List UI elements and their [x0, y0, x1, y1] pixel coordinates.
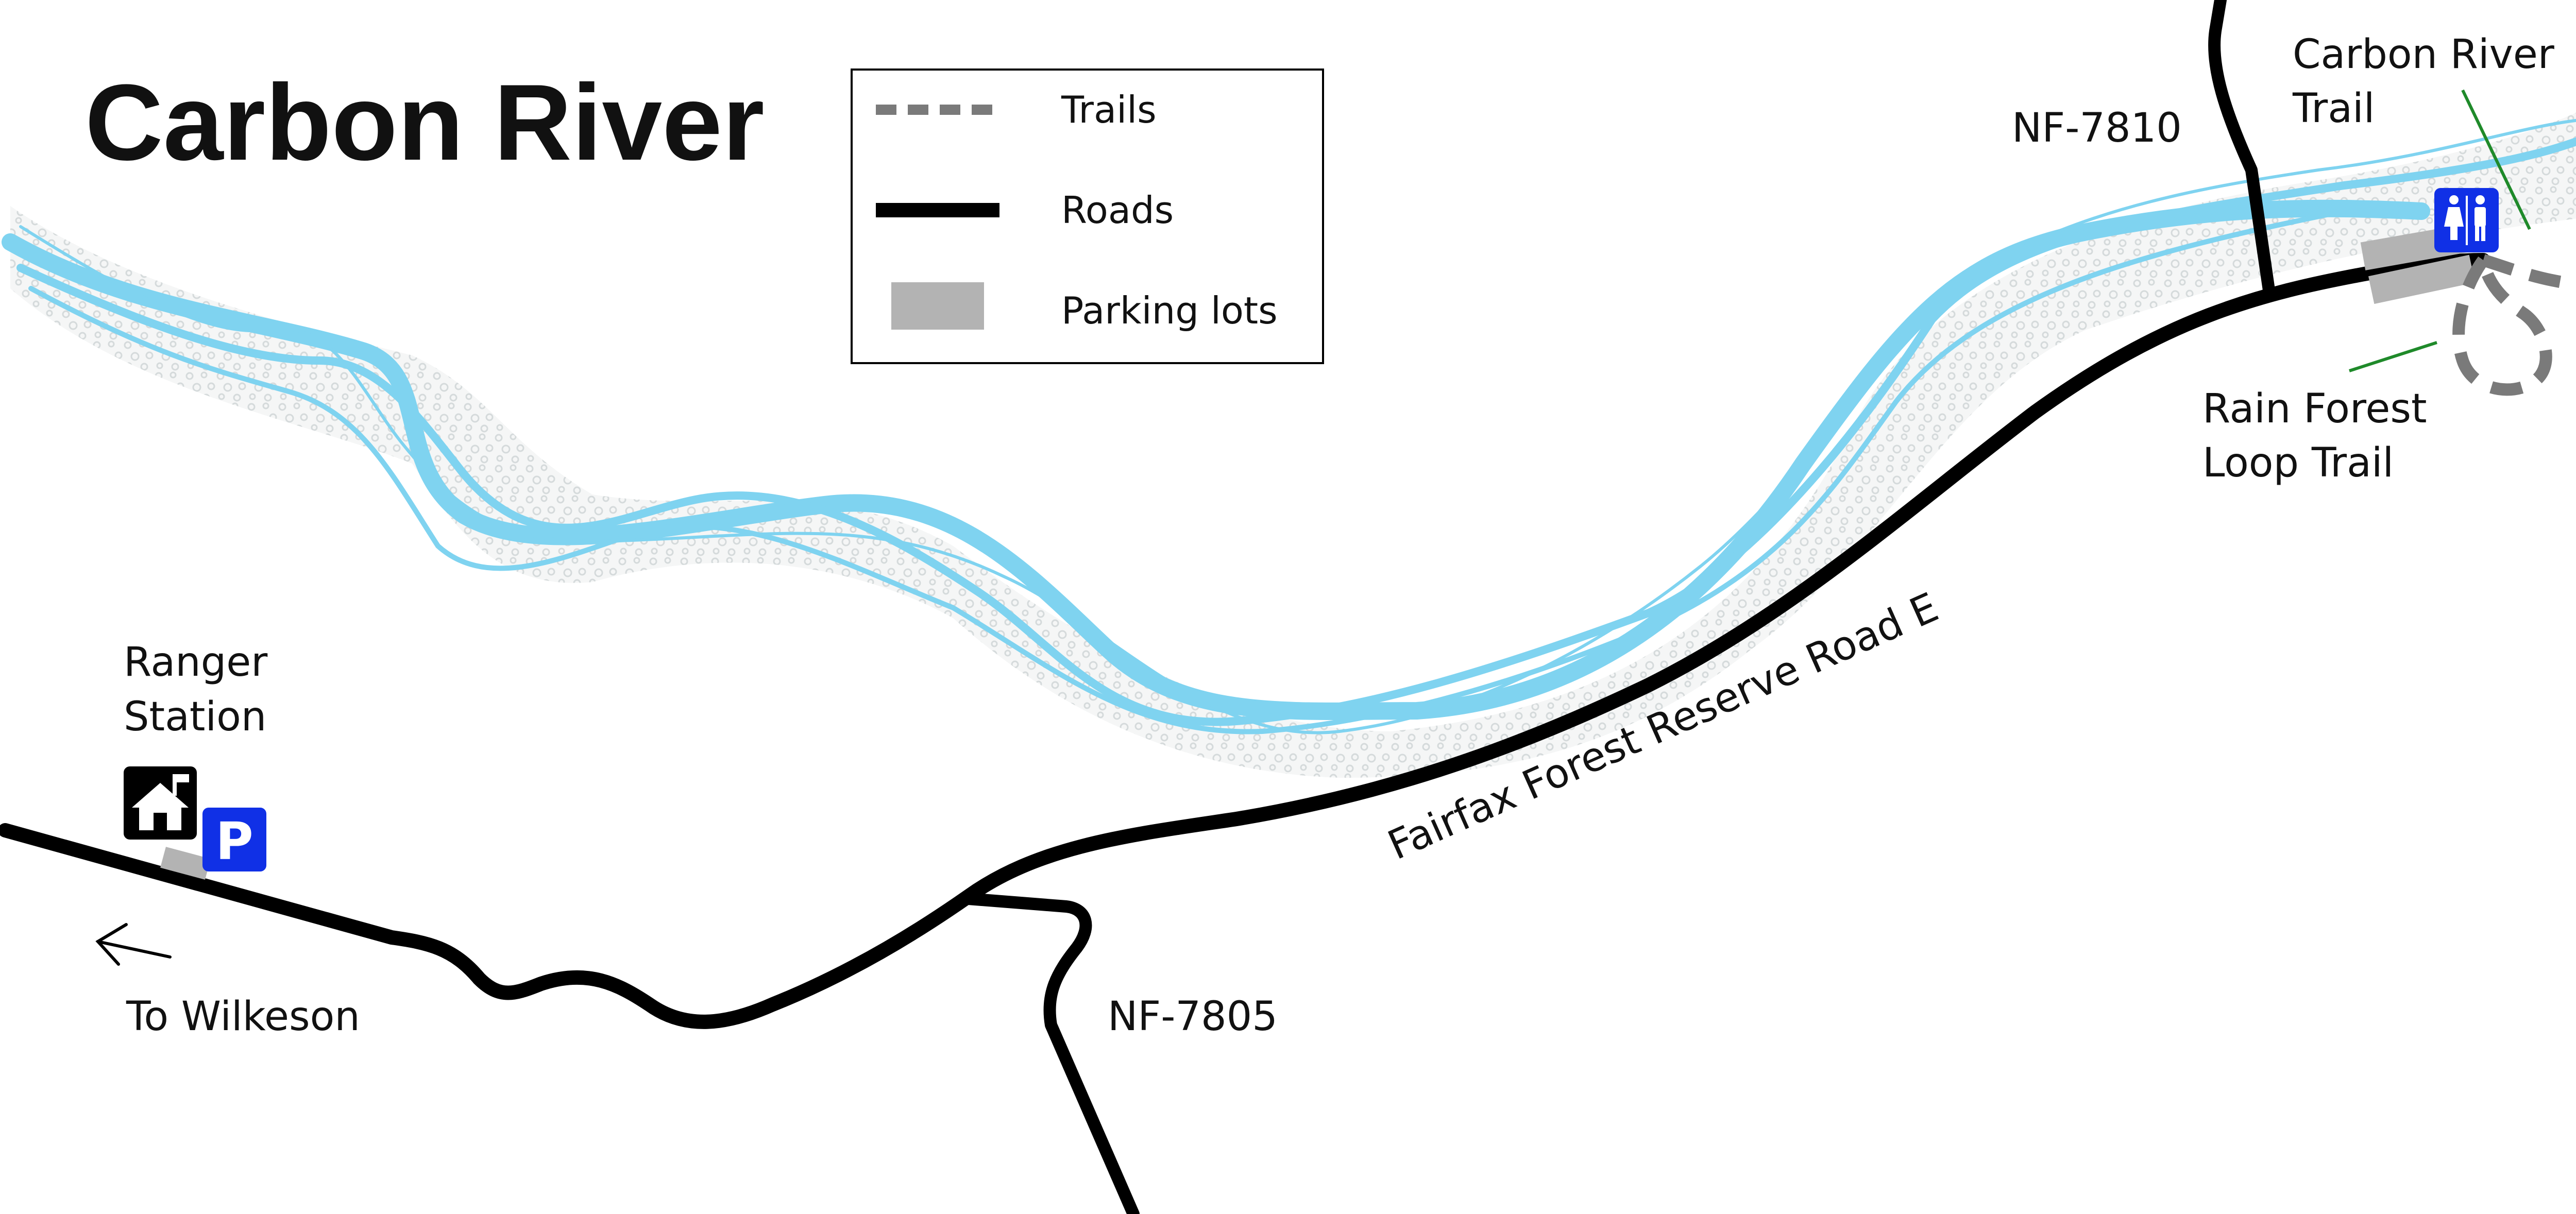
carbon-river-trail-label-line1: Carbon River [2293, 31, 2555, 78]
ranger-parking-lot [160, 847, 211, 880]
nf-7810-road [2208, 0, 2276, 300]
rain-forest-loop-trail [2452, 256, 2552, 396]
carbon-river-trail-label-line2: Trail [2292, 86, 2375, 132]
parking-icon-letter: P [215, 811, 253, 871]
rain-forest-leader [2349, 341, 2437, 372]
nf-7810-label: NF-7810 [2012, 105, 2182, 151]
arrow-left-icon [95, 923, 172, 966]
nf-7805-label: NF-7805 [1108, 994, 1278, 1040]
carbon-river-trail [2481, 254, 2576, 290]
ranger-station-label-line1: Ranger [124, 639, 268, 686]
to-wilkeson-label: To Wilkeson [126, 994, 360, 1040]
legend-roads-label: Roads [1061, 189, 1174, 232]
ranger-station-icon [124, 766, 197, 840]
legend-trails-label: Trails [1061, 88, 1157, 131]
legend-parking-symbol [891, 282, 984, 330]
carbon-river-trail-leader [2461, 89, 2531, 230]
parking-icon: P [202, 808, 266, 871]
trails [2452, 254, 2576, 396]
carbon-river [2, 118, 2576, 734]
ranger-station-label-line2: Station [124, 694, 266, 740]
rain-forest-label-line2: Loop Trail [2202, 440, 2394, 486]
nf-7805-road [962, 893, 1140, 1214]
restroom-icon [2434, 188, 2499, 252]
roads [0, 0, 2490, 1214]
legend-parking-label: Parking lots [1061, 289, 1278, 332]
riverbed [10, 112, 2576, 778]
fairfax-forest-reserve-road [0, 253, 2490, 1029]
leader-lines [2349, 89, 2531, 372]
rain-forest-label-line1: Rain Forest [2202, 386, 2427, 432]
legend: Trails Roads Parking lots [851, 69, 1324, 364]
map-title: Carbon River [85, 62, 765, 183]
